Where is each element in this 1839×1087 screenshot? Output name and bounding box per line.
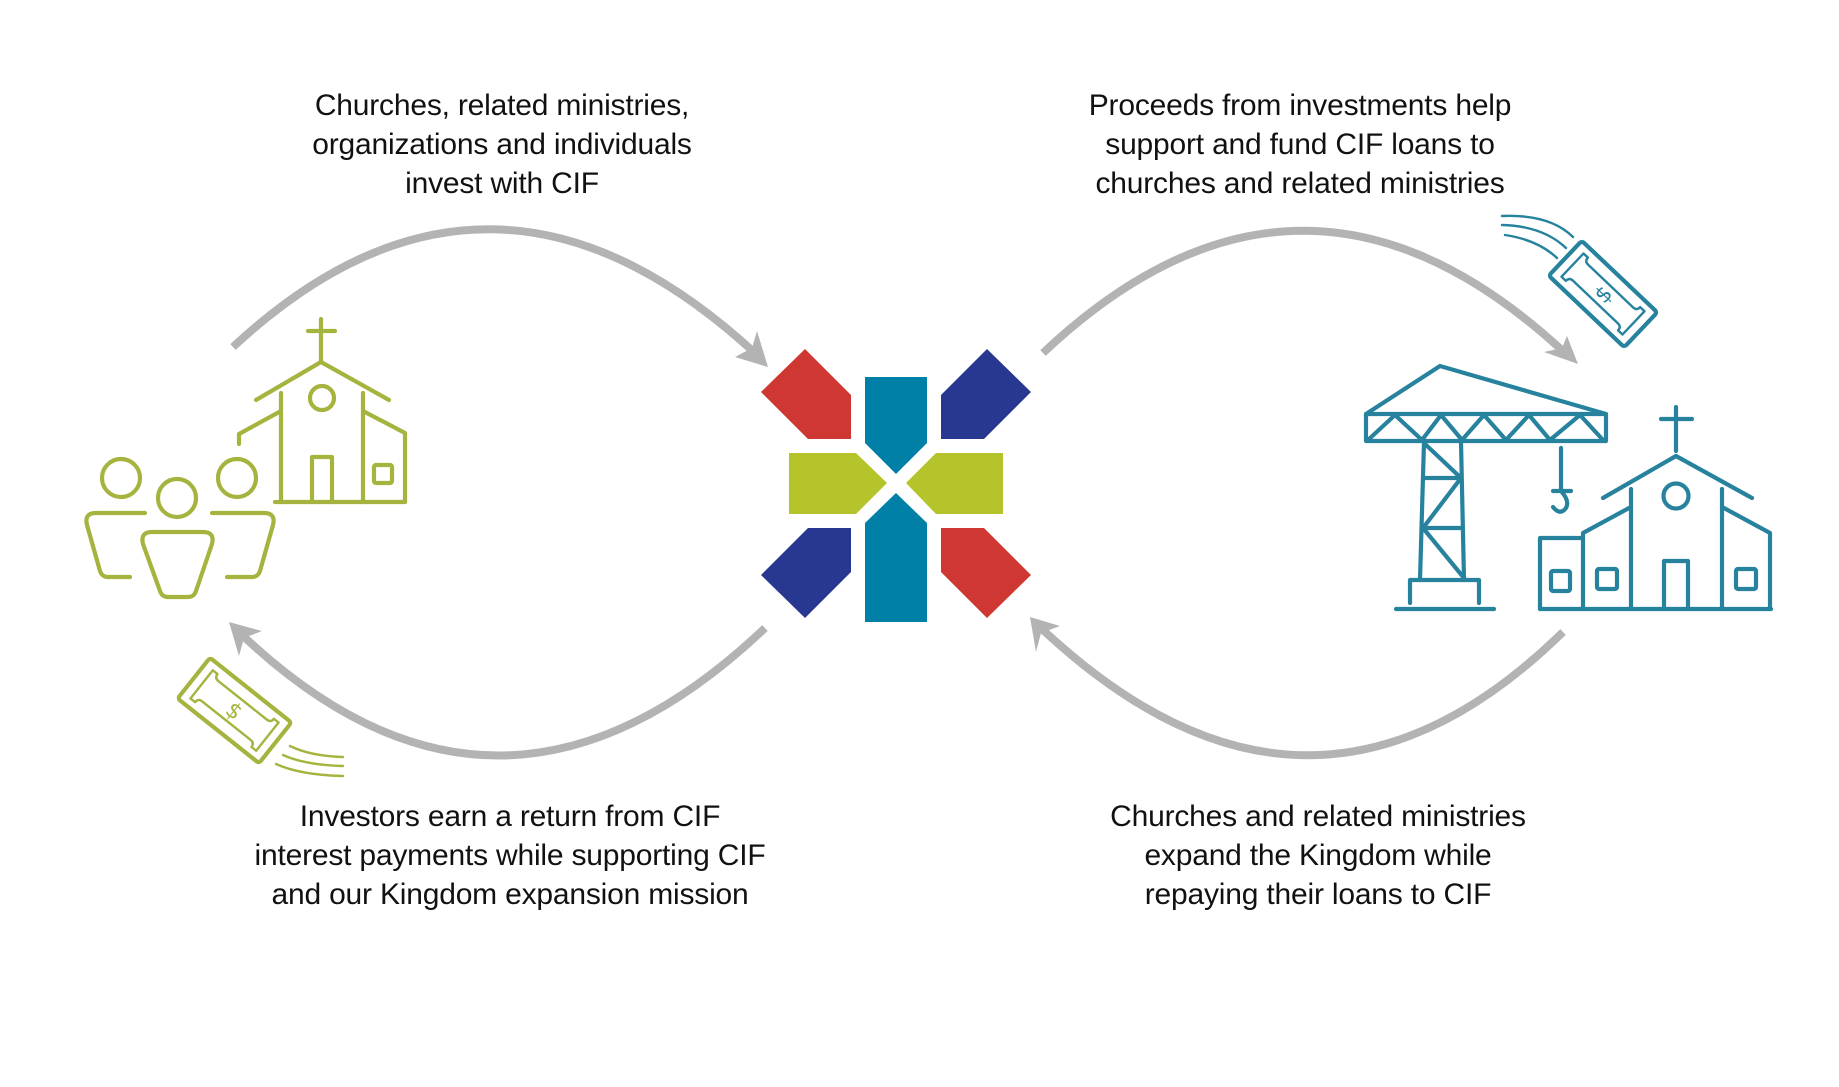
crane-icon <box>1363 363 1609 612</box>
caption-line: Investors earn a return from CIF <box>299 800 721 833</box>
arrowhead <box>1544 336 1578 364</box>
person-body <box>209 510 276 580</box>
arrow-arc <box>238 625 768 760</box>
logo-red-bottom-right <box>941 528 1031 618</box>
arrow-cif-to-investors <box>229 622 768 760</box>
arrowhead <box>229 622 262 656</box>
person-head <box>155 476 199 520</box>
caption-line: repaying their loans to CIF <box>1144 878 1492 911</box>
caption-line: support and fund CIF loans to <box>1105 128 1495 161</box>
person-head <box>215 456 259 500</box>
caption-line: organizations and individuals <box>312 128 692 161</box>
arrow-investors-to-cif <box>230 225 768 367</box>
arrow-arc <box>230 225 759 357</box>
people-icon <box>84 456 276 600</box>
church-icon <box>1537 404 1774 612</box>
speed-lines-left <box>274 744 345 778</box>
person-body <box>140 529 215 600</box>
arrow-arc <box>1040 226 1569 357</box>
logo-navy-top-right <box>941 349 1031 439</box>
arrow-arc <box>1039 626 1566 760</box>
arrow-cif-to-borrowers <box>1040 226 1578 364</box>
flying-dollar-bill-icon-left: $ <box>176 656 293 765</box>
crane-hook <box>1550 445 1574 514</box>
arrow-borrowers-to-cif <box>1030 617 1566 760</box>
crane-and-church-icon <box>1363 363 1774 612</box>
step-caption-repay: Churches and related ministries expand t… <box>1018 797 1618 914</box>
caption-line: invest with CIF <box>405 167 599 200</box>
step-caption-return: Investors earn a return from CIF interes… <box>210 797 810 914</box>
caption-line: Churches, related ministries, <box>314 89 690 122</box>
step-caption-invest: Churches, related ministries, organizati… <box>202 86 802 203</box>
caption-line: churches and related ministries <box>1095 167 1505 200</box>
arrowhead <box>1030 617 1060 652</box>
arrowhead <box>735 331 768 367</box>
cif-logo <box>761 349 1031 622</box>
logo-lime-right <box>906 453 1003 514</box>
logo-lime-left <box>789 453 887 514</box>
caption-line: Proceeds from investments help <box>1088 89 1512 122</box>
speed-lines-right <box>1500 214 1575 260</box>
logo-red-top-left <box>761 349 851 439</box>
caption-line: Churches and related ministries <box>1110 800 1526 833</box>
logo-teal-top <box>865 377 927 474</box>
church-icon <box>236 316 408 505</box>
step-caption-proceeds: Proceeds from investments help support a… <box>1000 86 1600 203</box>
person-body <box>84 510 148 580</box>
flying-dollar-bill-icon-right: $ <box>1547 239 1659 349</box>
caption-line: and our Kingdom expansion mission <box>271 878 749 911</box>
dollar-sign: $ <box>1590 281 1618 308</box>
person-head <box>99 456 143 500</box>
caption-line: interest payments while supporting CIF <box>254 839 766 872</box>
caption-line: expand the Kingdom while <box>1144 839 1492 872</box>
people-and-church-icon <box>84 316 408 600</box>
logo-teal-bottom <box>865 493 927 622</box>
logo-navy-bottom-left <box>761 528 851 618</box>
